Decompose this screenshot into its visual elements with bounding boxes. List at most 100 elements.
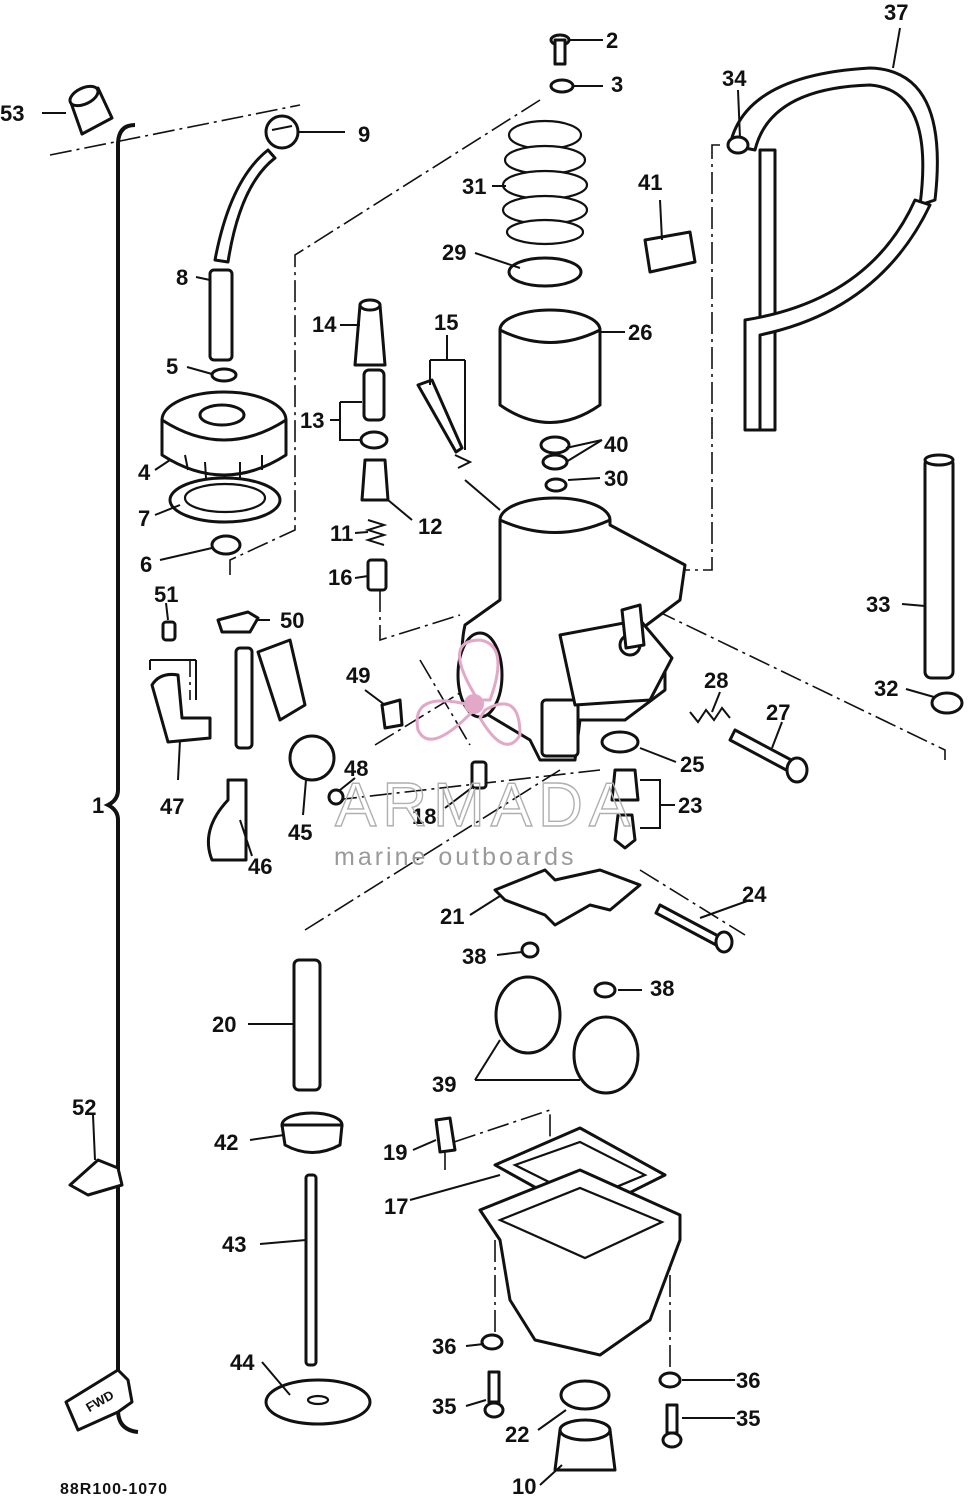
part-3-washer bbox=[549, 78, 575, 94]
callout-9: 9 bbox=[358, 122, 370, 147]
watermark-brand: ARMADA bbox=[335, 771, 636, 840]
part-4-cap bbox=[160, 390, 288, 479]
callout-36b: 36 bbox=[736, 1368, 760, 1393]
callout-28: 28 bbox=[704, 668, 728, 693]
part-5-washer bbox=[210, 367, 238, 383]
callout-52: 52 bbox=[72, 1095, 96, 1120]
callout-36a: 36 bbox=[432, 1334, 456, 1359]
callout-26: 26 bbox=[628, 320, 652, 345]
callout-35a: 35 bbox=[432, 1394, 456, 1419]
part-48-clip bbox=[327, 788, 345, 806]
callout-1: 1 bbox=[92, 793, 104, 818]
part-2-screw bbox=[549, 33, 571, 66]
callout-51: 51 bbox=[154, 582, 178, 607]
callout-25: 25 bbox=[680, 752, 704, 777]
part-38-pad-b bbox=[593, 981, 617, 999]
part-47-elbow bbox=[150, 673, 212, 744]
part-52-fitting bbox=[68, 1158, 124, 1197]
callout-21: 21 bbox=[440, 904, 464, 929]
part-50-fitting bbox=[216, 610, 260, 634]
callout-23: 23 bbox=[678, 793, 702, 818]
callout-49: 49 bbox=[346, 663, 370, 688]
part-9-cap bbox=[264, 114, 300, 150]
armada-watermark: ARMADA marine outboards bbox=[334, 638, 636, 871]
callout-4: 4 bbox=[138, 460, 151, 485]
callout-38a: 38 bbox=[462, 944, 486, 969]
drawing-code: 88R100-1070 bbox=[60, 1481, 168, 1498]
part-39-float-a bbox=[494, 975, 562, 1055]
callout-16: 16 bbox=[328, 565, 352, 590]
part-16-jet bbox=[366, 558, 388, 592]
parts bbox=[68, 33, 964, 1472]
callout-19: 19 bbox=[383, 1140, 407, 1165]
callout-45: 45 bbox=[288, 820, 312, 845]
callout-11: 11 bbox=[330, 521, 353, 546]
callout-20: 20 bbox=[212, 1012, 236, 1037]
callout-3: 3 bbox=[611, 72, 623, 97]
callout-42: 42 bbox=[214, 1130, 238, 1155]
part-8-hose bbox=[208, 148, 277, 362]
part-25-washer bbox=[600, 730, 640, 754]
part-7-gasket bbox=[168, 476, 282, 524]
callout-32: 32 bbox=[874, 676, 898, 701]
callout-15: 15 bbox=[434, 310, 458, 335]
callout-labels: 1 2 3 4 5 6 7 8 9 10 11 12 13 14 15 16 1… bbox=[0, 0, 908, 1499]
part-41-fitting bbox=[643, 230, 697, 274]
callout-37: 37 bbox=[884, 0, 908, 25]
part-23-needle-valve bbox=[610, 768, 640, 850]
callout-18: 18 bbox=[412, 804, 436, 829]
part-53-sleeve bbox=[68, 84, 114, 136]
part-39-float-b bbox=[572, 1015, 640, 1095]
callout-27: 27 bbox=[766, 700, 790, 725]
part-38-pad-a bbox=[520, 941, 540, 959]
callout-7: 7 bbox=[138, 506, 150, 531]
part-28-spring bbox=[689, 706, 731, 724]
part-11-spring bbox=[364, 519, 388, 546]
callout-14: 14 bbox=[312, 312, 337, 337]
part-45-cap bbox=[256, 638, 336, 782]
callout-48: 48 bbox=[344, 756, 368, 781]
callout-39: 39 bbox=[432, 1072, 456, 1097]
callout-2: 2 bbox=[606, 28, 618, 53]
callout-12: 12 bbox=[418, 514, 442, 539]
propeller-logo-icon bbox=[415, 638, 522, 746]
callout-22: 22 bbox=[505, 1422, 529, 1447]
part-32-clamp bbox=[930, 691, 964, 715]
callout-50: 50 bbox=[280, 608, 304, 633]
callout-29: 29 bbox=[442, 240, 466, 265]
callout-34: 34 bbox=[722, 66, 747, 91]
part-19-screw bbox=[434, 1116, 457, 1154]
front-arrow-icon: FWD bbox=[64, 1368, 134, 1432]
callout-30: 30 bbox=[604, 466, 628, 491]
part-44-plate bbox=[264, 1378, 372, 1426]
callout-43: 43 bbox=[222, 1232, 246, 1257]
part-21-float-arm bbox=[493, 868, 642, 927]
part-31-spring bbox=[501, 119, 589, 246]
assembly-bracket bbox=[103, 123, 139, 1434]
callout-46: 46 bbox=[248, 854, 272, 879]
part-37-hose bbox=[728, 66, 939, 432]
part-30-clip bbox=[544, 477, 568, 493]
part-43-rod bbox=[304, 1173, 318, 1367]
callout-47: 47 bbox=[160, 794, 184, 819]
part-29-clip bbox=[507, 256, 583, 288]
callout-44: 44 bbox=[230, 1350, 255, 1375]
part-float-bowl bbox=[478, 1168, 682, 1357]
part-42-seat bbox=[280, 1111, 344, 1154]
part-36-washer-b bbox=[658, 1371, 682, 1389]
part-10-drain-plug bbox=[553, 1418, 617, 1472]
callout-35b: 35 bbox=[736, 1406, 760, 1431]
part-20-jet bbox=[292, 958, 322, 1092]
part-36-washer-a bbox=[480, 1333, 504, 1351]
callout-24: 24 bbox=[742, 882, 767, 907]
callout-41: 41 bbox=[638, 170, 662, 195]
carburetor-body bbox=[456, 496, 687, 762]
callout-38b: 38 bbox=[650, 976, 674, 1001]
callout-13: 13 bbox=[300, 408, 324, 433]
part-22-o-ring bbox=[559, 1379, 611, 1411]
part-46-hose bbox=[206, 646, 254, 862]
callout-6: 6 bbox=[140, 552, 152, 577]
watermark-tagline: marine outboards bbox=[334, 843, 577, 871]
part-35-screw-b bbox=[661, 1403, 683, 1449]
callout-40: 40 bbox=[604, 432, 628, 457]
